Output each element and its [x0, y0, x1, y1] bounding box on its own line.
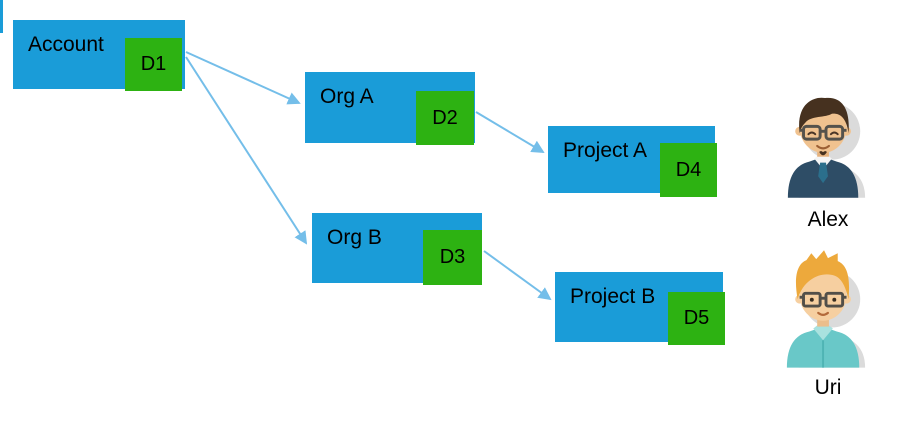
node-project-a: Project A D4	[548, 126, 717, 197]
edge-d3-to-project-b	[483, 250, 552, 301]
doc-badge-d5-label: D5	[683, 307, 710, 329]
doc-badge-d5: D5	[668, 292, 725, 345]
doc-badge-d2-label: D2	[432, 106, 458, 129]
node-account: Account D1	[13, 20, 185, 91]
doc-badge-d4-label: D4	[675, 158, 702, 181]
edge-d1-to-org-a	[185, 51, 301, 105]
user-name-alex: Alex	[807, 208, 849, 231]
doc-badge-d4: D4	[660, 143, 717, 197]
man-dark-hair-glasses-avatar-icon	[787, 97, 866, 198]
node-org-a-label: Org A	[320, 85, 374, 108]
doc-badge-d1: D1	[125, 38, 182, 91]
avatar-uri	[782, 248, 870, 368]
user-name-uri: Uri	[814, 376, 842, 399]
edge-d2-to-project-a	[475, 111, 545, 153]
man-blond-hair-glasses-avatar-icon	[786, 250, 866, 368]
node-org-b-label: Org B	[327, 226, 382, 249]
doc-badge-d1-label: D1	[140, 53, 167, 75]
edge-d1-to-org-b	[185, 56, 308, 245]
node-project-b-label: Project B	[570, 285, 656, 308]
node-org-a: Org A D2	[305, 72, 475, 145]
node-org-b: Org B D3	[312, 213, 482, 285]
clipped-shape-artifact	[0, 0, 3, 33]
doc-badge-d3: D3	[423, 230, 482, 285]
node-project-b: Project B D5	[555, 272, 725, 345]
doc-badge-d3-label: D3	[439, 246, 466, 268]
node-account-label: Account	[28, 33, 104, 56]
avatar-alex	[782, 90, 870, 198]
doc-badge-d2: D2	[416, 91, 474, 145]
node-project-a-label: Project A	[563, 139, 648, 162]
